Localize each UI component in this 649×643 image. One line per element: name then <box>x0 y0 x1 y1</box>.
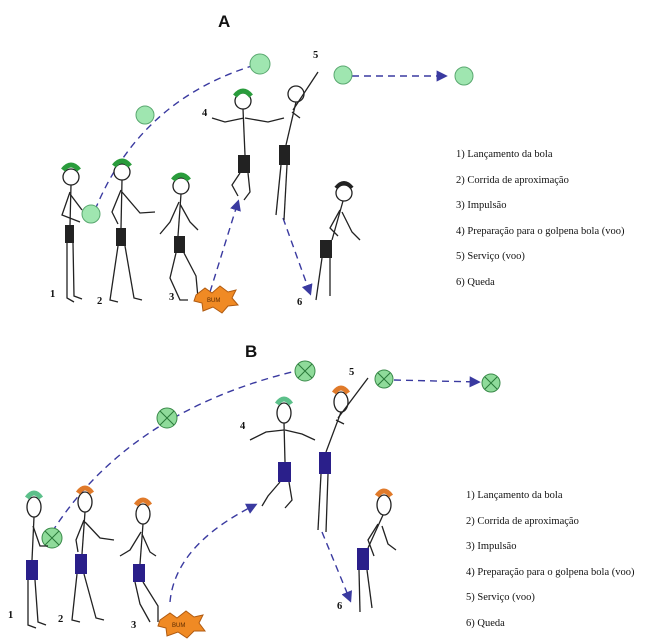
ball-icon <box>333 65 353 85</box>
player-figure-icon <box>61 162 83 303</box>
panel-a-trajectories <box>94 64 448 296</box>
player-figure-icon <box>211 88 285 201</box>
ball-icon <box>249 53 271 75</box>
legend-b-item-1: 1) Lançamento da bola <box>466 490 563 501</box>
legend-b-item-5: 5) Serviço (voo) <box>466 592 535 603</box>
panel-b-step-1: 1 <box>8 610 14 621</box>
player-figure-icon <box>317 377 369 533</box>
legend-a-item-1: 1) Lançamento da bola <box>456 149 553 160</box>
player-figure-icon <box>71 485 115 623</box>
panel-a-step-5: 5 <box>313 50 319 61</box>
player-figure-icon <box>315 181 361 301</box>
legend-a-item-4: 4) Preparação para o golpena bola (voo) <box>456 225 625 237</box>
panel-a-legend: 1) Lançamento da bola 2) Corrida de apro… <box>456 142 625 295</box>
ball-icon <box>41 527 63 549</box>
ball-icon <box>81 204 101 224</box>
ball-icon <box>481 373 501 393</box>
panel-a-step-3: 3 <box>169 292 175 303</box>
legend-b-item-3: 3) Impulsão <box>466 541 517 552</box>
panel-b-impact-burst: BUM <box>157 610 206 639</box>
panel-a-title: A <box>218 12 231 31</box>
panel-b-title: B <box>245 342 258 361</box>
panel-b-figures <box>24 377 397 629</box>
panel-a-step-2: 2 <box>97 296 103 307</box>
panel-b-balls <box>41 360 501 549</box>
legend-b-item-6: 6) Queda <box>466 617 505 629</box>
panel-b-trajectories <box>51 369 481 603</box>
ball-icon <box>156 407 178 429</box>
panel-a-figures <box>61 71 361 303</box>
panel-a-balls <box>81 53 474 224</box>
panel-b-impact-text: BUM <box>172 623 185 629</box>
panel-b-legend: 1) Lançamento da bola 2) Corrida de apro… <box>466 483 635 636</box>
legend-a-item-3: 3) Impulsão <box>456 200 507 211</box>
player-figure-icon <box>159 172 199 301</box>
ball-icon <box>454 66 474 86</box>
panel-a-step-6: 6 <box>297 297 303 308</box>
panel-b-step-2: 2 <box>58 614 64 625</box>
legend-a-item-6: 6) Queda <box>456 276 495 288</box>
ball-icon <box>135 105 155 125</box>
player-figure-icon <box>109 158 156 303</box>
panel-b-step-5: 5 <box>349 367 355 378</box>
player-figure-icon <box>24 490 48 629</box>
ball-icon <box>294 360 316 382</box>
player-figure-icon <box>275 71 319 221</box>
legend-b-item-4: 4) Preparação para o golpena bola (voo) <box>466 566 635 578</box>
player-figure-icon <box>357 488 397 613</box>
panel-a-step-4: 4 <box>202 108 208 119</box>
legend-b-item-2: 2) Corrida de aproximação <box>466 515 579 527</box>
player-figure-icon <box>249 396 316 509</box>
player-figure-icon <box>119 497 159 623</box>
legend-a-item-5: 5) Serviço (voo) <box>456 251 525 262</box>
panel-a-step-1: 1 <box>50 289 56 300</box>
ball-icon <box>374 369 394 389</box>
panel-a-impact-text: BUM <box>207 298 220 304</box>
panel-a-impact-burst: BUM <box>193 285 240 314</box>
panel-b-step-3: 3 <box>131 620 137 631</box>
legend-a-item-2: 2) Corrida de aproximação <box>456 174 569 186</box>
panel-b-step-4: 4 <box>240 421 246 432</box>
panel-b-step-6: 6 <box>337 601 343 612</box>
